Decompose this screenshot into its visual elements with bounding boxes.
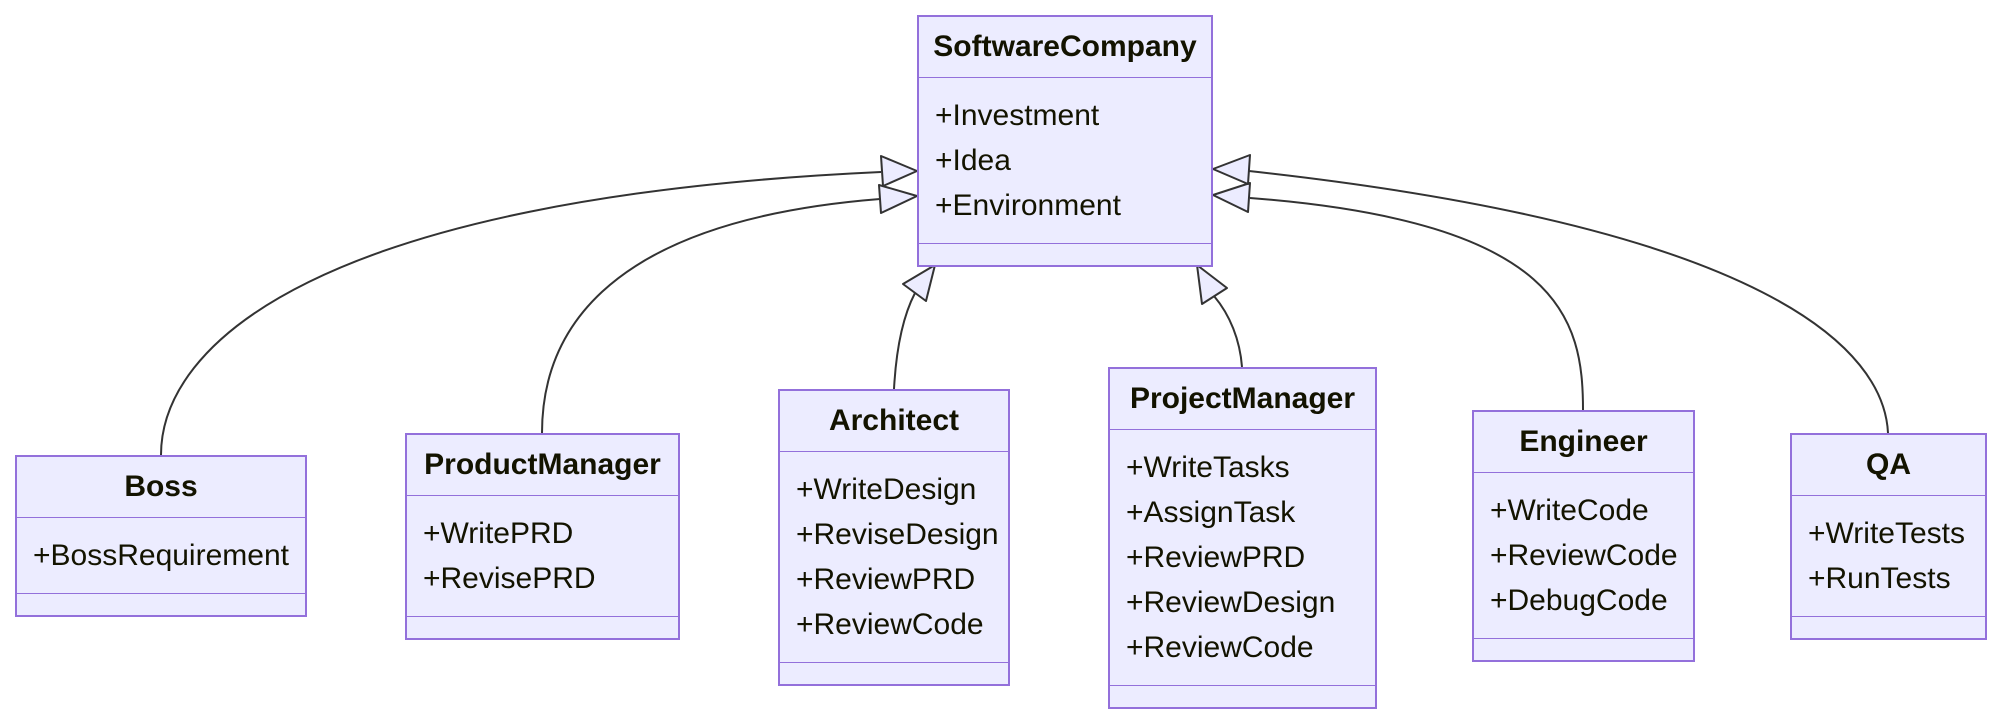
class-members: +WriteTasks +AssignTask +ReviewPRD +Revi… — [1110, 430, 1375, 686]
class-members: +WriteDesign +ReviseDesign +ReviewPRD +R… — [780, 452, 1008, 663]
class-box-qa: QA +WriteTests +RunTests — [1790, 433, 1987, 640]
class-member: +WriteTasks — [1126, 450, 1290, 484]
class-box-engineer: Engineer +WriteCode +ReviewCode +DebugCo… — [1472, 410, 1695, 662]
class-title: QA — [1792, 435, 1985, 496]
class-members: +WriteTests +RunTests — [1792, 496, 1985, 617]
class-members: +WriteCode +ReviewCode +DebugCode — [1474, 473, 1693, 639]
class-title: Architect — [780, 391, 1008, 452]
class-member: +ReviewPRD — [796, 562, 976, 596]
inheritance-edge-productmanager — [541, 184, 918, 434]
inheritance-edge-architect — [893, 264, 936, 390]
class-member: +BossRequirement — [33, 538, 289, 572]
class-member: +WriteDesign — [796, 472, 977, 506]
class-member: +AssignTask — [1126, 495, 1296, 529]
class-member: +WriteTests — [1808, 516, 1965, 550]
class-box-softwarecompany: SoftwareCompany +Investment +Idea +Envir… — [917, 15, 1213, 267]
inheritance-edge-engineer — [1212, 182, 1584, 411]
class-member: +Environment — [935, 188, 1121, 222]
class-member: +ReviseDesign — [796, 517, 999, 551]
class-title: Engineer — [1474, 412, 1693, 473]
class-member: +RunTests — [1808, 561, 1951, 595]
inheritance-arrowhead-qa — [1212, 154, 1251, 185]
class-methods-empty — [1110, 686, 1375, 707]
class-title: ProjectManager — [1110, 369, 1375, 430]
class-member: +ReviewDesign — [1126, 585, 1336, 619]
class-member: +ReviewPRD — [1126, 540, 1306, 574]
class-box-boss: Boss +BossRequirement — [15, 455, 307, 617]
class-box-projectmanager: ProjectManager +WriteTasks +AssignTask +… — [1108, 367, 1377, 709]
inheritance-edge-boss — [160, 155, 918, 456]
class-box-productmanager: ProductManager +WritePRD +RevisePRD — [405, 433, 680, 640]
class-box-architect: Architect +WriteDesign +ReviseDesign +Re… — [778, 389, 1010, 686]
inheritance-arrowhead-engineer — [1212, 182, 1251, 213]
class-member: +DebugCode — [1490, 583, 1668, 617]
class-member: +ReviewCode — [1490, 538, 1678, 572]
inheritance-arrowhead-boss — [880, 155, 918, 187]
class-member: +RevisePRD — [423, 561, 596, 595]
class-methods-empty — [780, 663, 1008, 684]
inheritance-arrowhead-architect — [902, 264, 936, 302]
class-members: +WritePRD +RevisePRD — [407, 496, 678, 617]
class-title: ProductManager — [407, 435, 678, 496]
inheritance-arrowhead-productmanager — [878, 184, 918, 214]
class-member: +ReviewCode — [1126, 630, 1314, 664]
inheritance-edge-qa — [1212, 154, 1889, 434]
class-member: +ReviewCode — [796, 607, 984, 641]
inheritance-edge-projectmanager — [1196, 264, 1243, 368]
class-members: +Investment +Idea +Environment — [919, 78, 1211, 244]
inheritance-arrowhead-projectmanager — [1196, 264, 1228, 305]
class-methods-empty — [1474, 639, 1693, 660]
class-member: +WriteCode — [1490, 493, 1649, 527]
class-member: +Investment — [935, 98, 1100, 132]
class-methods-empty — [1792, 617, 1985, 638]
class-methods-empty — [407, 617, 678, 638]
class-member: +Idea — [935, 143, 1011, 177]
class-title: SoftwareCompany — [919, 17, 1211, 78]
class-title: Boss — [17, 457, 305, 518]
class-members: +BossRequirement — [17, 518, 305, 594]
class-member: +WritePRD — [423, 516, 574, 550]
class-methods-empty — [919, 244, 1211, 265]
class-methods-empty — [17, 594, 305, 615]
